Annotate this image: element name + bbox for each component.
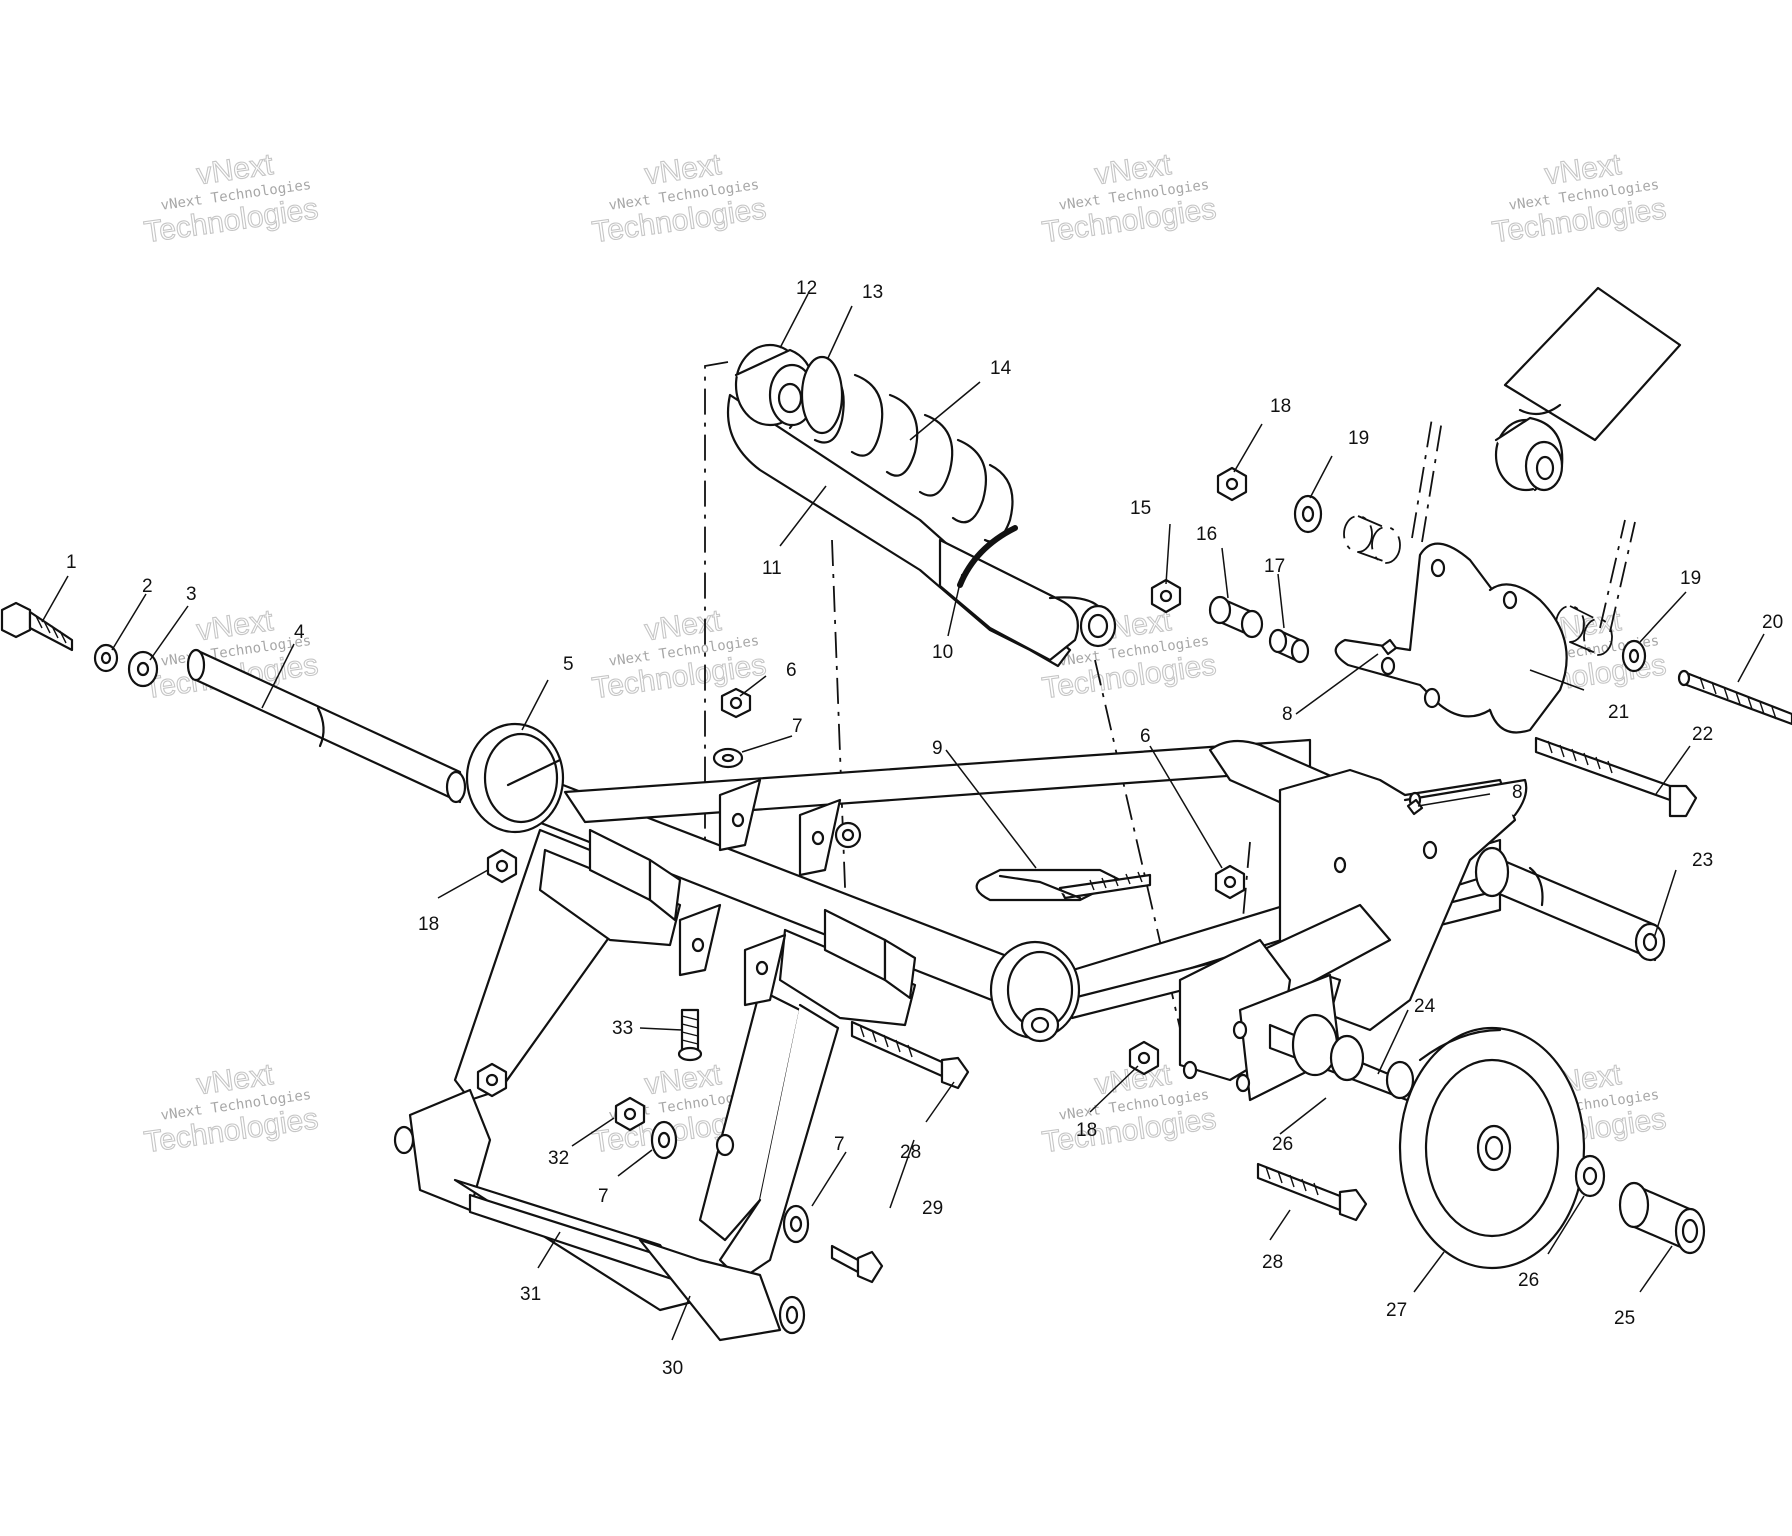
callout-19b: 19 — [1680, 568, 1701, 589]
callout-4: 4 — [294, 622, 305, 643]
callout-24: 24 — [1414, 996, 1436, 1017]
callout-18b: 18 — [418, 914, 439, 935]
bushing-top-dashed — [1343, 515, 1401, 564]
callout-17: 17 — [1264, 556, 1285, 577]
flat-washer-3 — [127, 650, 159, 688]
callout-6: 6 — [786, 660, 797, 681]
callout-1: 1 — [66, 552, 77, 573]
washer-19-top — [1293, 494, 1323, 534]
left-frame-rails — [393, 828, 840, 1342]
callout-26a: 26 — [1272, 1134, 1293, 1155]
callout-8a: 8 — [1282, 704, 1293, 725]
limiter-strap-9 — [975, 868, 1152, 902]
callout-11: 11 — [762, 558, 782, 579]
callout-7c: 7 — [598, 1186, 609, 1207]
tube-brackets — [538, 778, 917, 1027]
callout-16: 16 — [1196, 524, 1217, 545]
callout-29: 29 — [922, 1198, 943, 1219]
callout-31: 31 — [520, 1284, 541, 1305]
callout-25: 25 — [1614, 1308, 1635, 1329]
callout-2: 2 — [142, 576, 153, 597]
bushing-16 — [1208, 595, 1264, 639]
callout-7: 7 — [792, 716, 803, 737]
small-hardware — [486, 638, 1424, 1284]
callout-20: 20 — [1762, 612, 1783, 633]
bushing-17 — [1268, 628, 1310, 664]
callout-26b: 26 — [1518, 1270, 1539, 1291]
callout-6b: 6 — [1140, 726, 1151, 747]
front-shock-absorber — [726, 343, 1117, 668]
callout-23: 23 — [1692, 850, 1713, 871]
bolt-22 — [1534, 736, 1698, 818]
callout-12: 12 — [796, 278, 817, 299]
callout-3: 3 — [186, 584, 197, 605]
callout-30: 30 — [662, 1358, 683, 1379]
front-pivot-bolt — [0, 601, 74, 652]
callout-18c: 18 — [1076, 1120, 1097, 1141]
callout-7b: 7 — [834, 1134, 845, 1155]
callout-9: 9 — [932, 738, 943, 759]
callout-27: 27 — [1386, 1300, 1407, 1321]
nut-15 — [1150, 578, 1182, 614]
callout-leaders — [41, 293, 1765, 1341]
nut-18-top — [1216, 466, 1248, 502]
callout-22: 22 — [1692, 724, 1713, 745]
rear-suspension-arm — [1178, 739, 1666, 1102]
long-bolt-20 — [1677, 669, 1792, 726]
callout-14: 14 — [990, 358, 1012, 379]
callout-18a: 18 — [1270, 396, 1291, 417]
rear-shock-body — [1494, 286, 1682, 492]
rocker-arm-21 — [1334, 542, 1568, 734]
callout-19a: 19 — [1348, 428, 1369, 449]
callout-28b: 28 — [1262, 1252, 1283, 1273]
callout-8b: 8 — [1512, 782, 1523, 803]
callout-32: 32 — [548, 1148, 569, 1169]
callout-numbers: 1 2 3 4 5 6 7 6 7 7 8 8 9 10 11 12 13 14… — [66, 278, 1783, 1379]
callout-10: 10 — [932, 642, 953, 663]
idler-wheel-assembly — [1268, 1013, 1706, 1270]
lock-washer-2 — [93, 643, 119, 673]
callout-21: 21 — [1608, 702, 1629, 723]
callout-28a: 28 — [900, 1142, 921, 1163]
pivot-shaft-4 — [186, 648, 467, 804]
callout-13: 13 — [862, 282, 883, 303]
washer-19-right — [1621, 639, 1647, 673]
callout-15: 15 — [1130, 498, 1151, 519]
callout-33: 33 — [612, 1018, 633, 1039]
callout-5: 5 — [563, 654, 574, 675]
